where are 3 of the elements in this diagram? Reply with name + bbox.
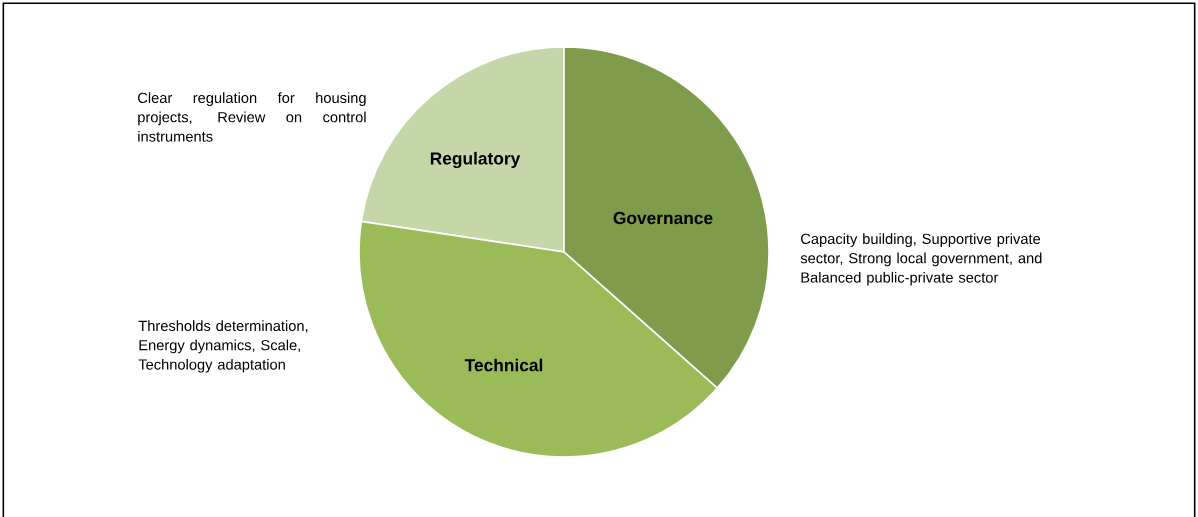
- pie-slice: Governance: [563, 46, 770, 389]
- slice-description: Thresholds determination, Energy dynamics, Scale, Technology adaptation: [138, 320, 308, 373]
- slice-description: Capacity building, Supportive private sector, Strong local government, and Balanced public-private sector: [800, 233, 1042, 286]
